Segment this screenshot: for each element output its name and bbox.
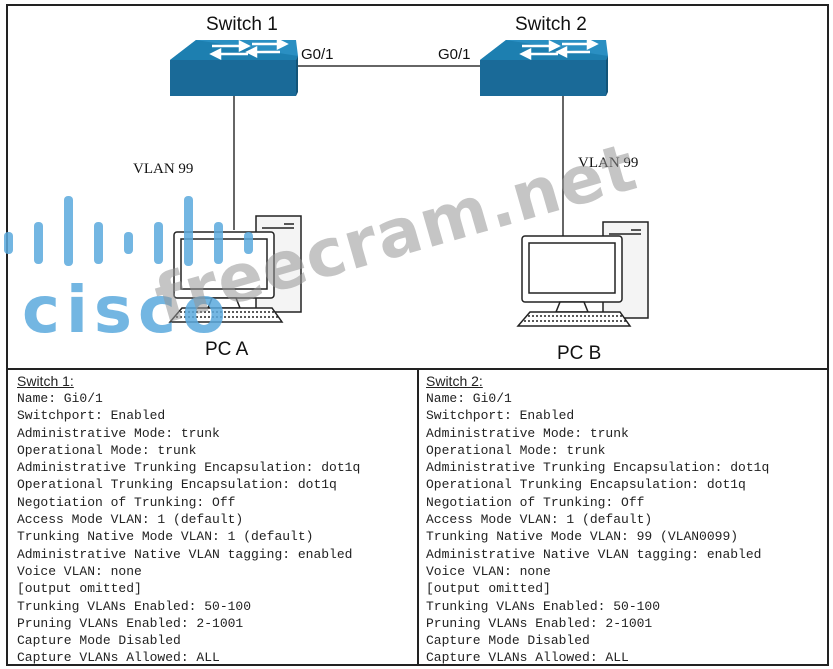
cisco-logo-watermark: cisco: [4, 196, 253, 342]
switch1-output-line: Capture Mode Disabled: [17, 633, 181, 649]
topology-diagram: [168, 37, 649, 327]
pc-a-vlan-label: VLAN 99: [133, 161, 194, 177]
switch1-output-line: Access Mode VLAN: 1 (default): [17, 512, 244, 528]
switch2-output-line: Pruning VLANs Enabled: 2-1001: [426, 615, 653, 631]
switch2-output-line: Trunking VLANs Enabled: 50-100: [426, 598, 661, 614]
switch1-output-line: Negotiation of Trunking: Off: [17, 494, 236, 510]
switch2-output-line: Capture VLANs Allowed: ALL: [426, 650, 629, 666]
switch1-output-line: Administrative Trunking Encapsulation: d…: [17, 460, 361, 476]
switch1-output-line: Pruning VLANs Enabled: 2-1001: [17, 615, 244, 631]
switch2-output-line: Administrative Trunking Encapsulation: d…: [426, 460, 770, 476]
switch1-label: Switch 1: [206, 14, 278, 35]
switch1-output-line: Operational Trunking Encapsulation: dot1…: [17, 477, 337, 493]
pc-b-label: PC B: [557, 343, 602, 364]
switch1-port-label: G0/1: [301, 46, 334, 63]
switch2-port-label: G0/1: [438, 46, 471, 63]
switch2-output-line: Administrative Native VLAN tagging: enab…: [426, 546, 762, 562]
switch2-icon: [480, 37, 608, 96]
switch2-output-line: [output omitted]: [426, 581, 551, 597]
pc-b-icon: [516, 221, 649, 327]
switch1-output-line: Administrative Native VLAN tagging: enab…: [17, 546, 353, 562]
switch2-output-line: Voice VLAN: none: [426, 563, 551, 579]
pc-a-icon: [168, 215, 302, 323]
switch1-output-line: Capture VLANs Allowed: ALL: [17, 650, 220, 666]
switch2-output-line: Trunking Native Mode VLAN: 99 (VLAN0099): [426, 529, 739, 545]
switch2-output-line: Operational Mode: trunk: [426, 442, 606, 458]
switch1-output-line: Operational Mode: trunk: [17, 442, 197, 458]
switch1-output-line: Voice VLAN: none: [17, 563, 142, 579]
switch2-output-title: Switch 2:: [426, 373, 483, 389]
switch1-output-line: Administrative Mode: trunk: [17, 425, 220, 441]
pc-b-vlan-label: VLAN 99: [578, 155, 639, 171]
switch2-output-line: Negotiation of Trunking: Off: [426, 494, 645, 510]
switch1-output-line: Switchport: Enabled: [17, 408, 166, 424]
vertical-divider: [417, 368, 419, 666]
switch2-output-line: Name: Gi0/1: [426, 391, 512, 406]
switch2-output-line: Access Mode VLAN: 1 (default): [426, 512, 653, 528]
switch1-output-line: Trunking VLANs Enabled: 50-100: [17, 598, 252, 614]
switch1-output-line: [output omitted]: [17, 581, 142, 597]
switch2-output-line: Administrative Mode: trunk: [426, 425, 629, 441]
pc-a-label: PC A: [205, 339, 249, 360]
switch2-output-line: Switchport: Enabled: [426, 408, 575, 424]
switch1-output-line: Name: Gi0/1: [17, 391, 103, 406]
switch2-output-line: Operational Trunking Encapsulation: dot1…: [426, 477, 746, 493]
switch1-output-line: Trunking Native Mode VLAN: 1 (default): [17, 529, 314, 545]
switch2-label: Switch 2: [515, 14, 587, 35]
switch2-output-line: Capture Mode Disabled: [426, 633, 590, 649]
cisco-logo-text: cisco: [22, 274, 232, 342]
switch1-output-title: Switch 1:: [17, 373, 74, 389]
switch1-icon: [170, 37, 298, 96]
